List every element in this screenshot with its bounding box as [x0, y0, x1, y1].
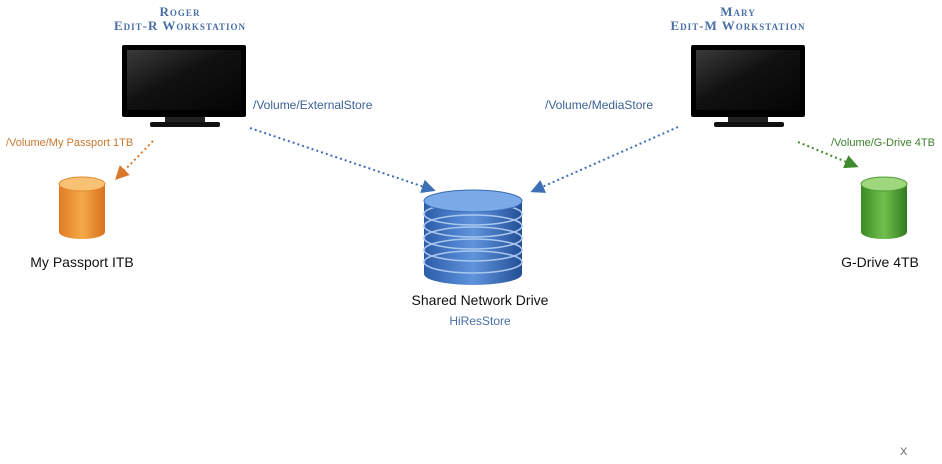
- mary-to-gdrive-arrow: [797, 141, 859, 169]
- passport-label: My Passport ITB: [30, 254, 134, 270]
- passport-drive-icon: [58, 176, 106, 239]
- passport-path-label: /Volume/My Passport 1TB: [6, 137, 134, 149]
- mary-workstation: Edit-M Workstation: [670, 18, 806, 33]
- roger-title: Roger Edit-R Workstation: [70, 5, 290, 33]
- mary-name: Mary: [720, 4, 756, 19]
- roger-monitor-icon: [122, 45, 246, 127]
- mary-monitor-icon: [691, 45, 805, 127]
- close-button[interactable]: X: [900, 446, 908, 458]
- roger-path-label: /Volume/ExternalStore: [253, 98, 373, 112]
- gdrive-label: G-Drive 4TB: [841, 254, 919, 270]
- roger-workstation: Edit-R Workstation: [113, 18, 247, 33]
- roger-name: Roger: [159, 4, 201, 19]
- mary-to-shared-arrow: [530, 126, 679, 193]
- mary-title: Mary Edit-M Workstation: [628, 5, 848, 33]
- gdrive-path-label: /Volume/G-Drive 4TB: [831, 137, 935, 149]
- shared-label: Shared Network Drive: [411, 292, 549, 308]
- shared-sublabel: HiResStore: [449, 314, 511, 328]
- roger-to-shared-arrow: [249, 127, 436, 194]
- roger-to-passport-arrow: [115, 140, 154, 181]
- shared-drive-icon: [423, 189, 523, 285]
- mary-path-label: /Volume/MediaStore: [545, 98, 654, 112]
- gdrive-drive-icon: [860, 176, 908, 239]
